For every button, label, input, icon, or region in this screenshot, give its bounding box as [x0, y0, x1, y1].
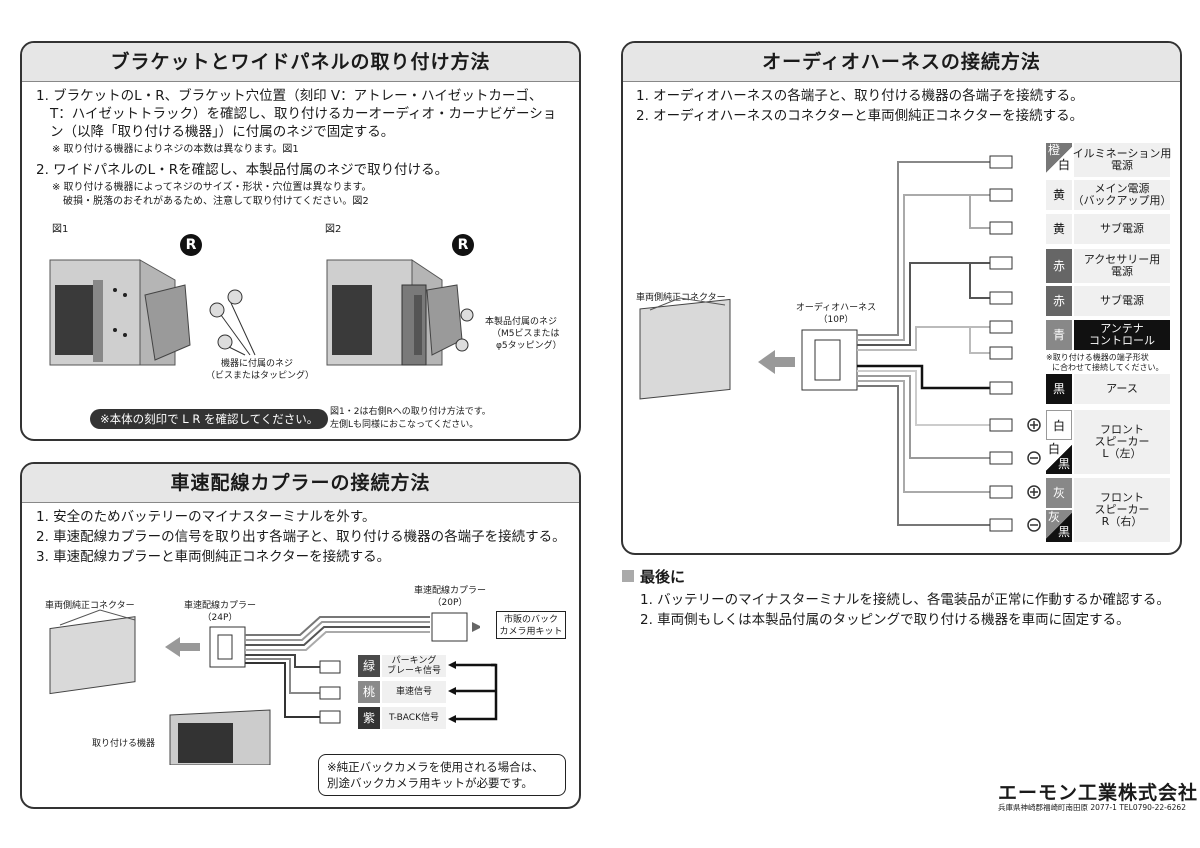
- audio-row3-label: アクセサリー用 電源: [1074, 249, 1170, 283]
- wire-label-parking-text: パーキング ブレーキ信号: [386, 656, 441, 676]
- audio-row1-swatch: 黄: [1046, 180, 1072, 210]
- company-name: エーモン工業株式会社: [998, 782, 1199, 804]
- speaker-right-label: フロント スピーカー R（右）: [1074, 478, 1170, 542]
- speed-step2: 2. 車速配線カプラーの信号を取り出す各端子と、取り付ける機器の各端子を接続する…: [36, 529, 566, 545]
- company-address: 兵庫県神崎郡福崎町南田原 2077-1 TEL0790-22-6262: [998, 803, 1186, 812]
- audio-row0-label: イルミネーション用 電源: [1072, 143, 1172, 177]
- right-mark-fig1: R: [180, 234, 202, 256]
- coupler24-label-1: 車速配線カプラー: [183, 601, 256, 611]
- audio-row0-swatch: 橙 白: [1046, 143, 1072, 177]
- speed-return-arrows: [448, 661, 498, 723]
- bracket-panel: ブラケットとワイドパネルの取り付け方法: [20, 41, 581, 441]
- audio-row5-swatch: 青: [1046, 320, 1072, 350]
- fig1-illustration: [49, 259, 256, 366]
- bracket-step1-line2: T：ハイゼットトラック）を確認し、取り付けるカーオーディオ・カーナビゲーショ: [50, 106, 557, 122]
- wire-label-speed-text: 車速信号: [395, 687, 432, 697]
- camera-warning-line1: ※純正バックカメラを使用される場合は、: [327, 760, 544, 774]
- speaker-left-label-text: フロント スピーカー L（左）: [1094, 423, 1150, 460]
- audio-row2-label-text: サブ電源: [1100, 222, 1144, 235]
- audio-row6-label-text: アース: [1106, 382, 1138, 395]
- bracket-footnote-1: 図1・2は右側Rへの取り付け方法です。: [330, 407, 491, 417]
- audio-row6-label: アース: [1074, 374, 1170, 404]
- fig2-label: 図2: [325, 224, 342, 235]
- fig1-callout-line1: 機器に付属のネジ: [220, 359, 293, 369]
- wire-swatch-purple: 紫: [358, 707, 380, 729]
- fig1-label: 図1: [52, 224, 69, 235]
- audio-row5-label-text: アンテナ コントロール: [1089, 322, 1155, 347]
- final-title: 最後に: [640, 568, 686, 586]
- wire-label-parking: パーキング ブレーキ信号: [382, 655, 446, 677]
- right-mark-fig2: R: [452, 234, 474, 256]
- audio-step1: 1. オーディオハーネスの各端子と、取り付ける機器の各端子を接続する。: [636, 88, 1084, 104]
- audio-row10-color-bottom: 黒: [1057, 525, 1070, 539]
- audio-row9-swatch: 灰: [1046, 478, 1072, 508]
- fig2-callout-line2: （M5ビスまたは: [492, 329, 560, 339]
- camera-warning-box: ※純正バックカメラを使用される場合は、 別途バックカメラ用キットが必要です。: [318, 754, 566, 796]
- speaker-left-label: フロント スピーカー L（左）: [1074, 410, 1170, 474]
- wire-label-speed: 車速信号: [382, 681, 446, 703]
- audio-row3-swatch: 赤: [1046, 249, 1072, 283]
- camera-kit-line1: 市販のバック: [503, 615, 558, 625]
- bracket-footnote-2: 左側Lも同様におこなってください。: [330, 420, 479, 430]
- audio-row8-swatch: 白 黒: [1046, 442, 1072, 474]
- antenna-note-1: ※取り付ける機器の端子形状: [1046, 353, 1149, 362]
- antenna-note-2: に合わせて接続してください。: [1052, 363, 1164, 372]
- engraving-check-badge: ※本体の刻印で L R を確認してください。: [90, 409, 329, 429]
- speed-wiring-diagram: [49, 609, 480, 765]
- camera-kit-line2: カメラ用キット: [499, 627, 563, 637]
- audio-title: オーディオハーネスの接続方法: [623, 43, 1180, 82]
- bracket-step2-note2: 破損・脱落のおそれがあるため、注意して取り付けてください。図2: [63, 196, 369, 207]
- audio-row3-label-text: アクセサリー用 電源: [1083, 253, 1161, 278]
- coupler20-label-2: （20P）: [432, 598, 468, 608]
- speed-step1: 1. 安全のためバッテリーのマイナスターミナルを外す。: [36, 509, 376, 525]
- audio-wiring-diagram: [639, 155, 1041, 532]
- audio-row2-swatch: 黄: [1046, 214, 1072, 244]
- wire-label-tback-text: T-BACK信号: [389, 713, 439, 723]
- audio-row0-color-top: 橙: [1048, 143, 1061, 157]
- audio-row10-color-top: 灰: [1048, 510, 1061, 524]
- audio-row8-color-bottom: 黒: [1057, 457, 1070, 471]
- audio-row4-label: サブ電源: [1074, 286, 1170, 316]
- fig2-illustration: [326, 259, 474, 366]
- audio-row7-swatch: 白: [1046, 410, 1072, 440]
- coupler20-label-1: 車速配線カプラー: [413, 586, 486, 596]
- bracket-step2: 2. ワイドパネルのL・Rを確認し、本製品付属のネジで取り付ける。: [36, 162, 449, 178]
- fig2-callout-line1: 本製品付属のネジ: [485, 317, 558, 327]
- audio-row1-label: メイン電源 （バックアップ用）: [1072, 180, 1172, 210]
- bracket-step1-note: ※ 取り付ける機器によりネジの本数は異なります。図1: [52, 144, 299, 155]
- speaker-right-label-text: フロント スピーカー R（右）: [1094, 491, 1150, 528]
- audio-row2-label: サブ電源: [1074, 214, 1170, 244]
- fig2-callout-line3: φ5タッピング）: [496, 341, 562, 351]
- final-step2: 2. 車両側もしくは本製品付属のタッピングで取り付ける機器を車両に固定する。: [640, 612, 1130, 628]
- speed-step3: 3. 車速配線カプラーと車両側純正コネクターを接続する。: [36, 549, 391, 565]
- audio-row4-swatch: 赤: [1046, 286, 1072, 316]
- final-step1: 1. バッテリーのマイナスターミナルを接続し、各電装品が正常に作動するか確認する…: [640, 592, 1170, 608]
- audio-row5-label: アンテナ コントロール: [1074, 320, 1170, 350]
- coupler24-label-2: （24P）: [202, 613, 238, 623]
- camera-warning-line2: 別途バックカメラ用キットが必要です。: [327, 776, 533, 790]
- audio-row0-label-text: イルミネーション用 電源: [1072, 147, 1172, 172]
- wire-swatch-pink: 桃: [358, 681, 380, 703]
- audio-row8-color-top: 白: [1048, 442, 1061, 456]
- audio-row0-color-bottom: 白: [1057, 158, 1070, 172]
- harness-label-1: オーディオハーネス: [795, 303, 877, 313]
- speed-title: 車速配線カプラーの接続方法: [22, 464, 579, 503]
- bracket-title: ブラケットとワイドパネルの取り付け方法: [22, 43, 579, 82]
- bracket-step1-line1: 1. ブラケットのL・R、ブラケット穴位置（刻印 V：アトレー・ハイゼットカーゴ…: [36, 88, 543, 104]
- bracket-step2-note1: ※ 取り付ける機器によってネジのサイズ・形状・穴位置は異なります。: [52, 182, 372, 193]
- audio-row10-swatch: 灰 黒: [1046, 510, 1072, 542]
- audio-row1-label-text: メイン電源 （バックアップ用）: [1072, 182, 1172, 207]
- camera-kit-box: 市販のバック カメラ用キット: [496, 611, 566, 639]
- bracket-step1-line3: ン（以降「取り付ける機器」）に付属のネジで固定する。: [50, 124, 395, 140]
- audio-step2: 2. オーディオハーネスのコネクターと車両側純正コネクターを接続する。: [636, 108, 1084, 124]
- speed-vehicle-connector-label: 車両側純正コネクター: [45, 601, 135, 611]
- final-square-icon: [622, 570, 634, 582]
- wire-label-tback: T-BACK信号: [382, 707, 446, 729]
- device-label: 取り付ける機器: [92, 739, 156, 749]
- audio-row4-label-text: サブ電源: [1100, 294, 1144, 307]
- audio-row6-swatch: 黒: [1046, 374, 1072, 404]
- harness-label-2: （10P）: [818, 315, 854, 325]
- fig1-callout-line2: （ビスまたはタッピング）: [205, 371, 314, 381]
- wire-swatch-green: 緑: [358, 655, 380, 677]
